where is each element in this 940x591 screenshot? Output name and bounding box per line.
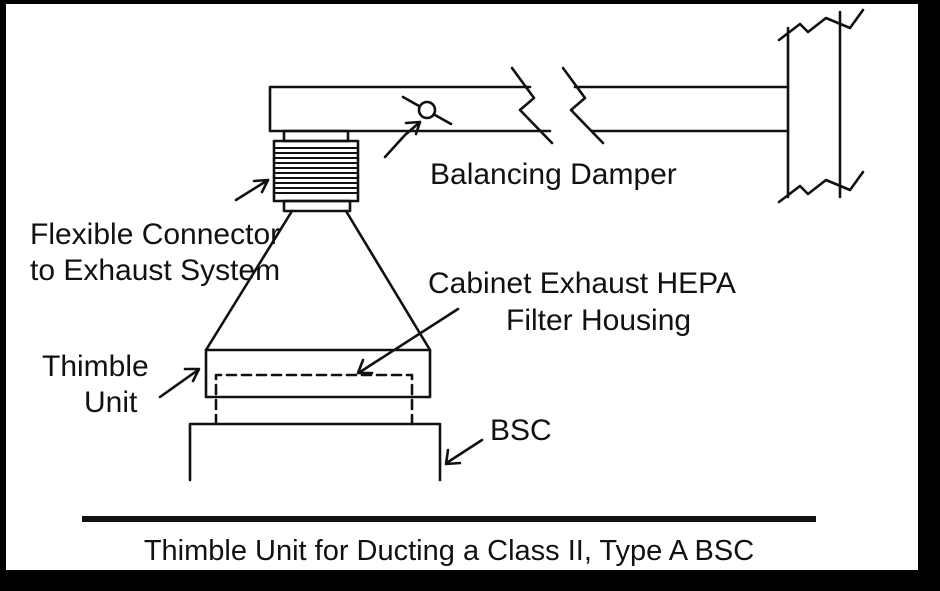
bsc-leader bbox=[446, 438, 484, 464]
hepa-arrowhead bbox=[356, 358, 374, 375]
damper-leader bbox=[383, 120, 422, 159]
balancing-damper bbox=[401, 95, 453, 126]
hepa-housing-label-line1: Cabinet Exhaust HEPA bbox=[428, 267, 736, 300]
thimble-unit bbox=[204, 348, 432, 399]
flexible-connector-label-line2: to Exhaust System bbox=[30, 254, 280, 287]
damper-arrowhead bbox=[404, 120, 422, 136]
thimble-arrowhead bbox=[183, 367, 201, 383]
hepa-housing-label-line2: Filter Housing bbox=[506, 304, 691, 337]
flexible-connector-label-line1: Flexible Connector bbox=[30, 218, 280, 251]
flexible-connector-arrowhead bbox=[252, 178, 270, 194]
bsc-label: BSC bbox=[490, 414, 552, 447]
thimble-transition bbox=[204, 209, 432, 352]
canvas bbox=[6, 4, 918, 570]
diagram-caption: Thimble Unit for Ducting a Class II, Typ… bbox=[144, 535, 754, 567]
thimble-label-line1: Thimble bbox=[42, 350, 149, 383]
hepa-leader bbox=[358, 307, 460, 374]
thimble-label-line2: Unit bbox=[84, 386, 138, 419]
balancing-damper-label: Balancing Damper bbox=[430, 158, 677, 191]
bsc-cabinet bbox=[188, 422, 442, 482]
thimble-leader bbox=[158, 368, 200, 399]
building-wall bbox=[777, 8, 865, 204]
hepa-filter-housing bbox=[214, 373, 414, 426]
flexible-connector-leader bbox=[234, 178, 270, 202]
bsc-arrowhead bbox=[444, 448, 462, 466]
caption-rule bbox=[82, 516, 816, 522]
flexible-connector bbox=[272, 129, 360, 213]
